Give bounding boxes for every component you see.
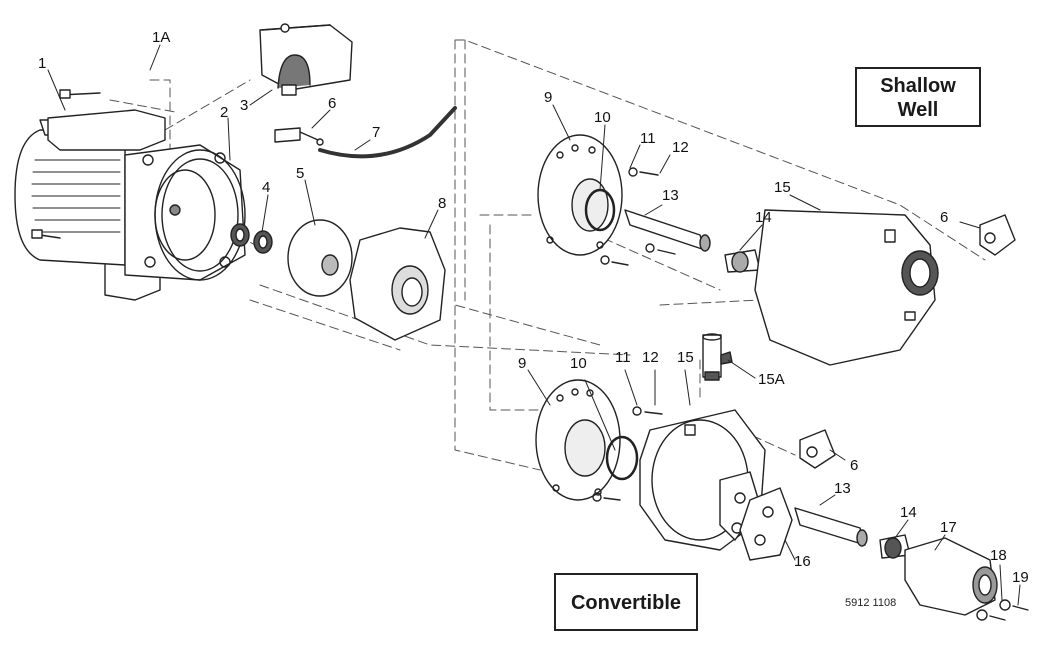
gasket-part-16 [739, 487, 793, 561]
convertible-o-ring-part-10 [605, 435, 639, 481]
convertible-adapter-part-9 [535, 379, 621, 501]
seal-plate-part-2 [154, 149, 246, 281]
pressure-switch-part-3 [259, 23, 353, 96]
washer-bolt-parts-11-12 [600, 167, 676, 266]
callout-15a: 15A [758, 371, 785, 388]
callout-14-upper: 14 [755, 209, 772, 226]
nozzle-part-13-lower [794, 507, 868, 547]
callout-1a: 1A [152, 29, 170, 46]
callout-11-lower: 11 [615, 349, 631, 366]
callout-labels: 1 1A 2 3 4 5 6 7 8 9 10 11 12 13 14 15 6… [38, 29, 1029, 586]
callout-9-lower: 9 [518, 355, 526, 372]
fitting-part-6-lower [799, 429, 836, 469]
pump-body-part-15 [754, 209, 939, 366]
callout-13-lower: 13 [834, 480, 851, 497]
callout-leaders [47, 44, 1021, 606]
shallow-well-line-2: Well [897, 99, 939, 121]
callout-14-lower: 14 [900, 504, 917, 521]
callout-1: 1 [38, 55, 46, 72]
venturi-part-14-lower [879, 534, 911, 559]
convertible-label: Convertible [570, 592, 682, 614]
callout-6-upper-left: 6 [328, 95, 336, 112]
callout-6-lower: 6 [850, 457, 858, 474]
callout-2: 2 [220, 104, 228, 121]
convertible-washer-bolts-11-12 [592, 406, 663, 502]
washer-bolt-parts-18-19 [976, 599, 1029, 621]
callout-10-upper: 10 [594, 109, 611, 126]
convertible-pump-body-part-15 [639, 409, 766, 551]
callout-4: 4 [262, 179, 270, 196]
callout-18: 18 [990, 547, 1007, 564]
diffuser-part-8 [349, 227, 446, 341]
jet-body-part-17 [904, 537, 998, 616]
tube-fitting-part-6 [274, 127, 324, 146]
tubing-part-7 [318, 106, 457, 159]
shallow-well-label-box: Shallow Well [855, 67, 981, 127]
callout-12-upper: 12 [672, 139, 689, 156]
callout-15-upper: 15 [774, 179, 791, 196]
convertible-label-box: Convertible [554, 573, 698, 631]
fitting-part-6-upper [979, 214, 1016, 256]
callout-10-lower: 10 [570, 355, 587, 372]
venturi-part-14 [724, 249, 761, 273]
callout-3: 3 [240, 97, 248, 114]
callout-7: 7 [372, 124, 380, 141]
callout-13-upper: 13 [662, 187, 679, 204]
assembly-dashed-lines [109, 39, 986, 471]
shallow-well-line-1: Shallow [880, 75, 956, 97]
callout-19: 19 [1012, 569, 1029, 586]
callout-12-lower: 12 [642, 349, 659, 366]
callout-5: 5 [296, 165, 304, 182]
drawing-code: 5912 1108 [845, 597, 897, 609]
motor-part-1 [14, 89, 246, 301]
shallow-well-adapter-part-9 [537, 134, 623, 256]
callout-15-lower: 15 [677, 349, 694, 366]
callout-16: 16 [794, 553, 811, 570]
shaft-seal-part-4 [230, 223, 273, 254]
callout-17: 17 [940, 519, 957, 536]
callout-9-upper: 9 [544, 89, 552, 106]
ejector-part-15A [702, 333, 733, 381]
callout-11-upper: 11 [640, 130, 656, 147]
impeller-part-5 [287, 219, 353, 297]
callout-6-upper-right: 6 [940, 209, 948, 226]
nozzle-part-13 [624, 209, 711, 252]
callout-8: 8 [438, 195, 446, 212]
